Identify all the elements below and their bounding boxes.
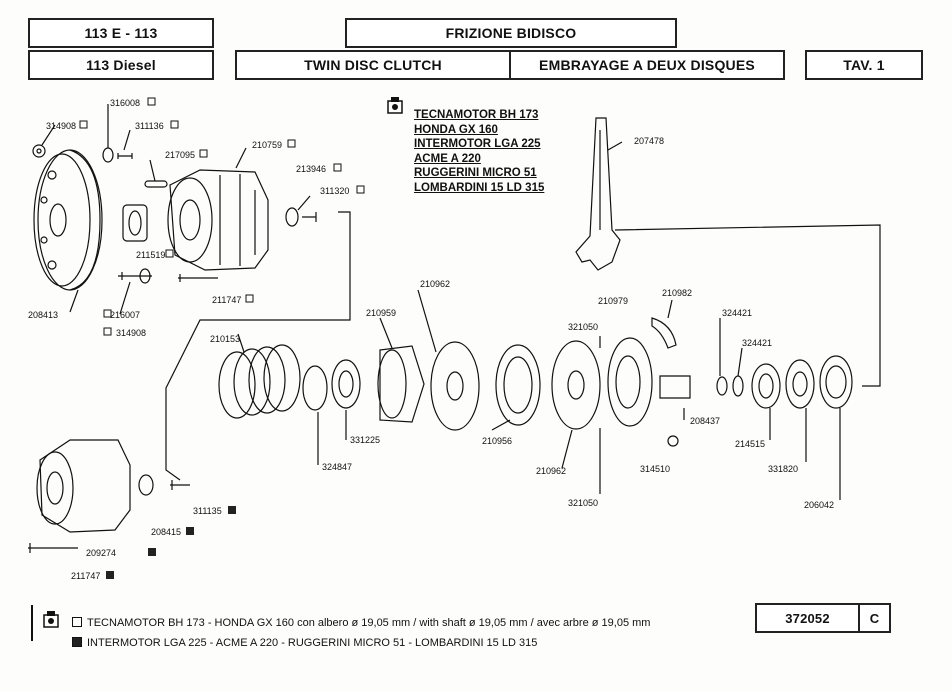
part-label: 314908 — [116, 328, 146, 338]
part-label: 314510 — [640, 464, 670, 474]
part-label: 321050 — [568, 322, 598, 332]
part-label: 311136 — [135, 121, 164, 131]
part-label: 331820 — [768, 464, 798, 474]
engine-icon — [387, 97, 403, 114]
spring — [218, 344, 301, 419]
part-label: 311135 — [193, 506, 222, 516]
lower-clutch-hub — [36, 439, 131, 533]
part-label: 216007 — [110, 310, 140, 320]
model-variant: 113 Diesel — [86, 57, 156, 73]
title-it-box: FRIZIONE BIDISCO — [345, 18, 677, 48]
filled-square-icon — [72, 637, 82, 647]
clutch-hub — [167, 169, 269, 271]
revision-box: C — [858, 603, 891, 633]
part-label: 210759 — [252, 140, 282, 150]
engine-item: RUGGERINI MICRO 51 — [414, 167, 537, 179]
release-lever — [575, 117, 621, 271]
legend-text-1: TECNAMOTOR BH 173 - HONDA GX 160 con alb… — [87, 617, 651, 629]
reference-code-box: 372052 — [755, 603, 860, 633]
part-label: 208437 — [690, 416, 720, 426]
part-label: 316008 — [110, 98, 140, 108]
part-label: 321050 — [568, 498, 598, 508]
part-label: 324421 — [742, 338, 772, 348]
part-label: 210962 — [536, 466, 566, 476]
flange-plate — [33, 149, 103, 291]
part-label: 314908 — [46, 121, 76, 131]
part-label: 211519 — [136, 250, 165, 260]
revision-letter: C — [869, 610, 880, 626]
legend-text-2: INTERMOTOR LGA 225 - ACME A 220 - RUGGER… — [87, 637, 538, 649]
part-label: 208413 — [28, 310, 58, 320]
part-label: 210959 — [366, 308, 396, 318]
model-code-box: 113 E - 113 — [28, 18, 214, 48]
engine-list: TECNAMOTOR BH 173 HONDA GX 160 INTERMOTO… — [414, 108, 544, 195]
part-label: 209274 — [86, 548, 116, 558]
part-label: 331225 — [350, 435, 380, 445]
table-number: TAV. 1 — [843, 57, 885, 73]
engine-item: TECNAMOTOR BH 173 — [414, 109, 539, 121]
reference-code: 372052 — [785, 610, 830, 626]
title-french: EMBRAYAGE A DEUX DISQUES — [539, 57, 755, 73]
engine-item: HONDA GX 160 — [414, 123, 498, 136]
legend-line-engines: INTERMOTOR LGA 225 - ACME A 220 - RUGGER… — [72, 637, 537, 649]
part-label: 214515 — [735, 439, 765, 449]
part-label: 213946 — [296, 164, 326, 174]
open-square-icon — [72, 617, 82, 627]
engine-icon — [31, 605, 59, 641]
part-label: 211747 — [212, 295, 241, 305]
part-label: 207478 — [634, 136, 664, 146]
engine-item: ACME A 220 — [414, 152, 481, 165]
part-label: 210962 — [420, 279, 450, 289]
part-label: 324847 — [322, 462, 352, 472]
part-label: 324421 — [722, 308, 752, 318]
title-italian: FRIZIONE BIDISCO — [445, 25, 577, 41]
part-label: 311320 — [320, 186, 349, 196]
part-label: 217095 — [165, 150, 195, 160]
title-english: TWIN DISC CLUTCH — [304, 57, 442, 73]
part-label: 211747 — [71, 571, 100, 581]
part-label: 210956 — [482, 436, 512, 446]
part-label: 206042 — [804, 500, 834, 510]
title-en-box: TWIN DISC CLUTCH — [235, 50, 511, 80]
part-label: 210979 — [598, 296, 628, 306]
exploded-view-drawing: 316008 314908 311136 217095 210759 21394… — [28, 97, 881, 581]
model-code: 113 E - 113 — [84, 25, 158, 41]
title-fr-box: EMBRAYAGE A DEUX DISQUES — [509, 50, 785, 80]
engine-item: INTERMOTOR LGA 225 — [414, 138, 541, 150]
model-variant-box: 113 Diesel — [28, 50, 214, 80]
table-number-box: TAV. 1 — [805, 50, 923, 80]
engine-item: LOMBARDINI 15 LD 315 — [414, 181, 545, 194]
legend-line-shaft: TECNAMOTOR BH 173 - HONDA GX 160 con alb… — [72, 617, 650, 629]
part-label: 208415 — [151, 527, 181, 537]
part-label: 210982 — [662, 288, 692, 298]
footer-legend: TECNAMOTOR BH 173 - HONDA GX 160 con alb… — [28, 603, 922, 661]
part-label: 210153 — [210, 334, 240, 344]
